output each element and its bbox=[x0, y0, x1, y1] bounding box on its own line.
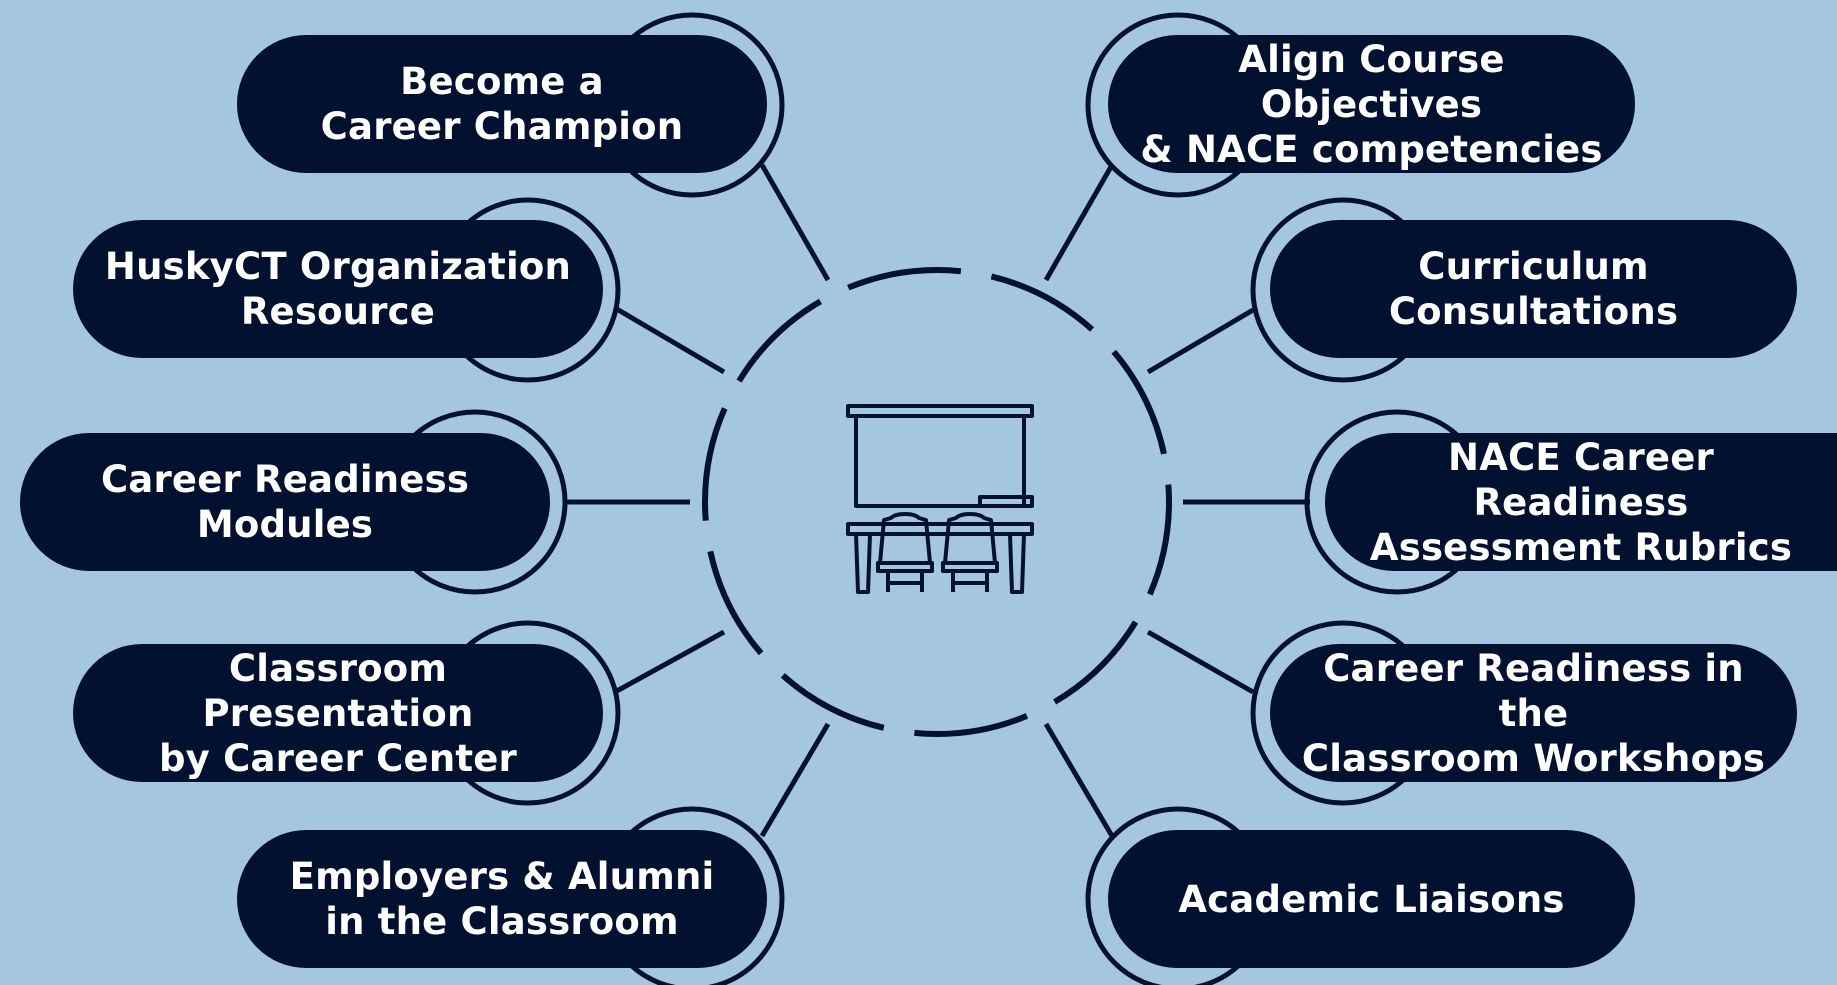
node-label: Classroom Presentation by Career Center bbox=[159, 646, 517, 780]
node-label: HuskyCT Organization Resource bbox=[104, 245, 572, 333]
connector-liaisons bbox=[1043, 722, 1115, 838]
node-label: Employers & Alumni in the Classroom bbox=[289, 855, 715, 943]
node-nace-assessment-rubrics: NACE Career Readiness Assessment Rubrics bbox=[1325, 433, 1837, 571]
node-label: Academic Liaisons bbox=[1178, 877, 1565, 921]
node-classroom-workshops: Career Readiness in the Classroom Worksh… bbox=[1270, 644, 1797, 782]
connector-huskyct bbox=[613, 305, 726, 375]
connector-lines bbox=[563, 163, 1310, 838]
node-academic-liaisons: Academic Liaisons bbox=[1108, 830, 1635, 968]
node-career-readiness-modules: Career Readiness Modules bbox=[20, 433, 550, 571]
node-label: Career Readiness in the Classroom Worksh… bbox=[1301, 646, 1766, 780]
node-label: Become a Career Champion bbox=[320, 60, 684, 148]
connector-presentation bbox=[613, 629, 726, 695]
node-curriculum-consultations: Curriculum Consultations bbox=[1270, 220, 1797, 358]
node-employers-alumni: Employers & Alumni in the Classroom bbox=[237, 830, 767, 968]
connector-curriculum bbox=[1146, 307, 1255, 375]
node-align-course-objectives: Align Course Objectives & NACE competenc… bbox=[1108, 35, 1635, 173]
node-career-champion: Become a Career Champion bbox=[237, 35, 767, 173]
connector-align bbox=[1043, 163, 1115, 282]
node-label: NACE Career Readiness Assessment Rubrics bbox=[1369, 435, 1793, 569]
node-label: Align Course Objectives & NACE competenc… bbox=[1140, 37, 1603, 171]
connector-employers bbox=[759, 722, 831, 838]
node-label: Curriculum Consultations bbox=[1388, 245, 1679, 333]
connector-career-champion bbox=[759, 163, 831, 282]
node-label: Career Readiness Modules bbox=[100, 458, 470, 546]
node-huskyct-organization-resource: HuskyCT Organization Resource bbox=[73, 220, 603, 358]
center-circle bbox=[702, 267, 1172, 737]
node-classroom-presentation: Classroom Presentation by Career Center bbox=[73, 644, 603, 782]
connector-workshops bbox=[1146, 629, 1255, 695]
classroom-icon bbox=[846, 404, 1034, 594]
